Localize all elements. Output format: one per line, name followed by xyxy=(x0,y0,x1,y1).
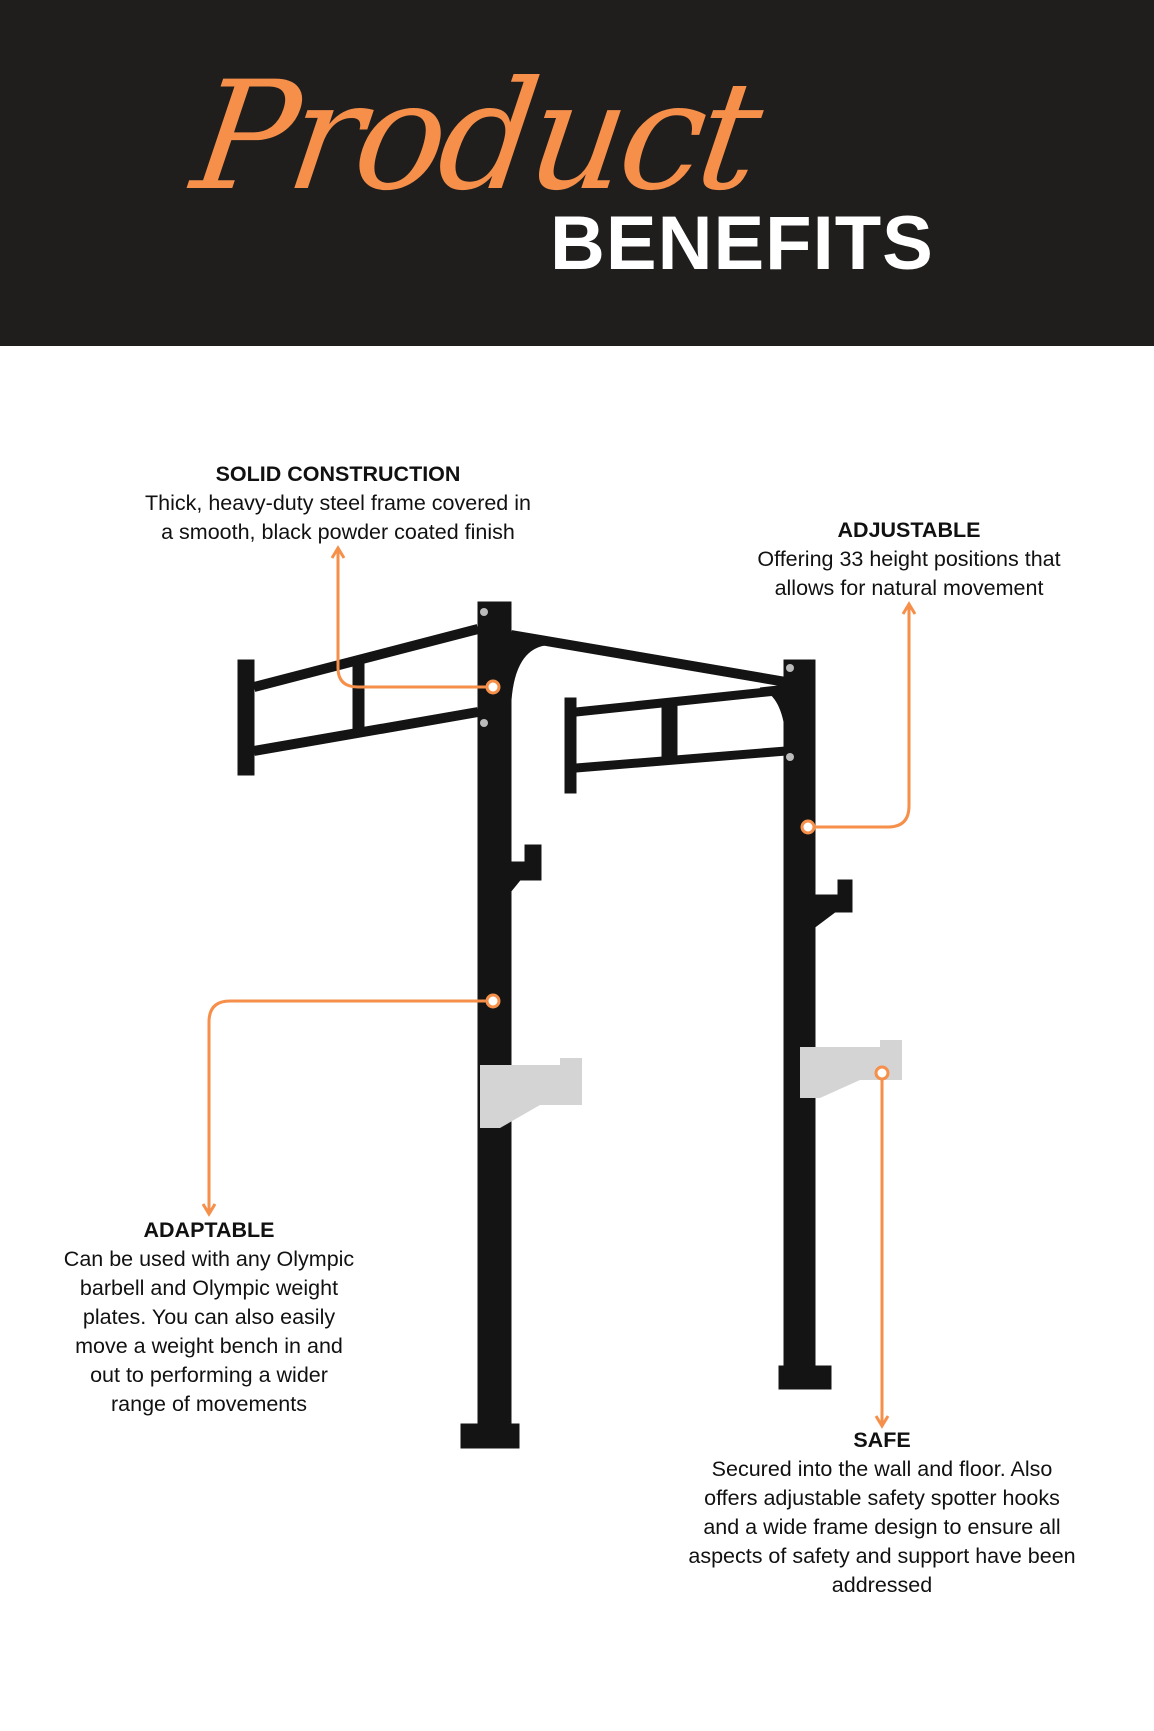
right-j-hook xyxy=(814,879,853,928)
left-foot xyxy=(460,1423,520,1449)
benefit-line: Can be used with any Olympic xyxy=(63,1247,355,1271)
benefit-line: out to performing a wider xyxy=(90,1363,328,1387)
left-wall-plate xyxy=(237,659,255,776)
arrow-up-icon xyxy=(901,601,917,615)
benefit-line: range of movements xyxy=(111,1392,307,1416)
right-foot xyxy=(778,1365,832,1390)
benefit-line: allows for natural movement xyxy=(774,576,1044,600)
left-post xyxy=(477,601,512,1436)
benefit-title: ADAPTABLE xyxy=(143,1218,275,1242)
benefit-solid-construction: SOLID CONSTRUCTION Thick, heavy-duty ste… xyxy=(118,460,558,547)
benefit-adjustable: ADJUSTABLE Offering 33 height positions … xyxy=(709,516,1109,603)
callout-lines xyxy=(201,545,917,1429)
benefit-title: SAFE xyxy=(853,1428,911,1452)
solid-construction-pointer xyxy=(336,550,488,689)
benefit-safe: SAFE Secured into the wall and floor. Al… xyxy=(652,1426,1112,1600)
benefit-line: Offering 33 height positions that xyxy=(757,547,1061,571)
benefit-line: addressed xyxy=(831,1573,933,1597)
top-beam xyxy=(510,630,787,687)
left-strut xyxy=(352,661,365,733)
benefit-line: barbell and Olympic weight xyxy=(79,1276,339,1300)
right-wall-plate xyxy=(564,697,577,794)
right-top-bar xyxy=(575,685,787,717)
benefit-line: and a wide frame design to ensure all xyxy=(703,1515,1061,1539)
left-gusset xyxy=(510,639,546,701)
adaptable-pointer xyxy=(207,999,488,1214)
right-spotter-arm xyxy=(800,1040,902,1098)
benefit-line: aspects of safety and support have been xyxy=(688,1544,1076,1568)
right-bottom-bar xyxy=(575,746,787,773)
right-strut xyxy=(661,704,678,764)
spotter-arms xyxy=(480,1040,902,1128)
left-j-hook xyxy=(490,844,542,912)
rack xyxy=(237,601,853,1449)
left-top-bar xyxy=(252,624,480,692)
right-post xyxy=(783,659,816,1387)
adjustable-pointer xyxy=(813,604,911,829)
header-banner: Product BENEFITS xyxy=(0,0,1154,346)
arrow-up-icon xyxy=(330,545,346,559)
benefit-line: a smooth, black powder coated finish xyxy=(161,520,515,544)
benefit-title: ADJUSTABLE xyxy=(837,518,981,542)
arrow-down-icon xyxy=(874,1415,890,1429)
page-title: BENEFITS xyxy=(550,201,934,286)
arrow-down-icon xyxy=(201,1203,217,1217)
benefit-line: offers adjustable safety spotter hooks xyxy=(704,1486,1060,1510)
benefit-title: SOLID CONSTRUCTION xyxy=(215,462,461,486)
left-spotter-arm xyxy=(480,1058,582,1128)
post-holes xyxy=(480,608,794,761)
benefit-line: move a weight bench in and xyxy=(75,1334,343,1358)
benefit-line: plates. You can also easily xyxy=(82,1305,336,1329)
left-bottom-bar xyxy=(253,707,479,756)
benefit-adaptable: ADAPTABLE Can be used with any Olympic b… xyxy=(29,1216,389,1419)
benefit-line: Thick, heavy-duty steel frame covered in xyxy=(145,491,531,515)
benefit-line: Secured into the wall and floor. Also xyxy=(711,1457,1053,1481)
